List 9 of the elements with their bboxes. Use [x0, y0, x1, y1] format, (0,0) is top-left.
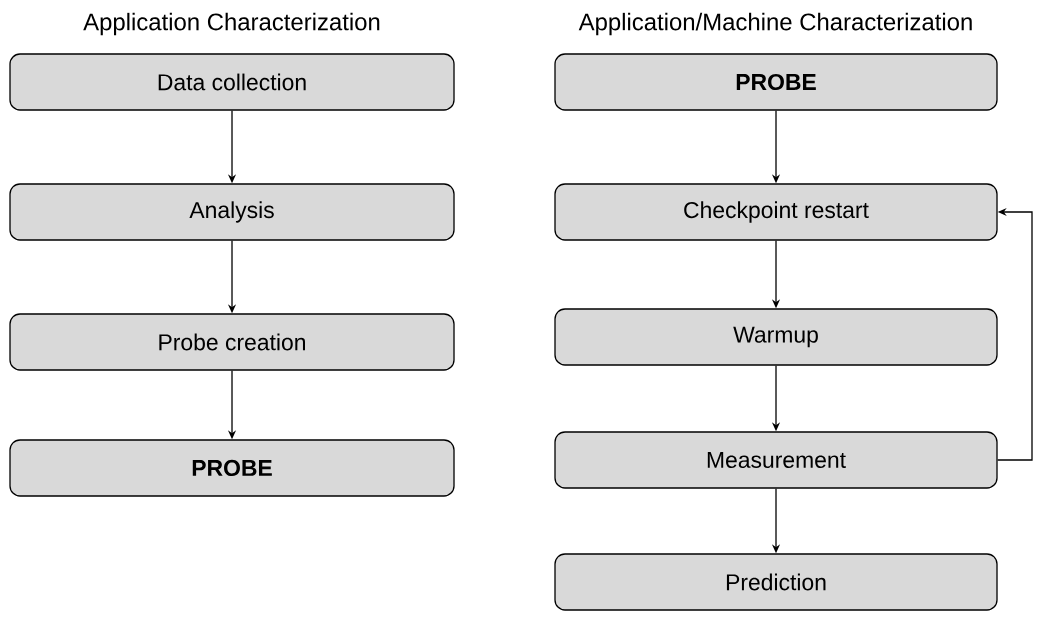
process-box: Probe creation: [9, 313, 455, 371]
process-box: Analysis: [9, 183, 455, 241]
process-box: Prediction: [554, 553, 998, 611]
process-box: Measurement: [554, 431, 998, 489]
process-box: PROBE: [9, 439, 455, 497]
process-box: Warmup: [554, 308, 998, 366]
process-box: Checkpoint restart: [554, 183, 998, 241]
process-box: Data collection: [9, 53, 455, 111]
process-box: PROBE: [554, 53, 998, 111]
